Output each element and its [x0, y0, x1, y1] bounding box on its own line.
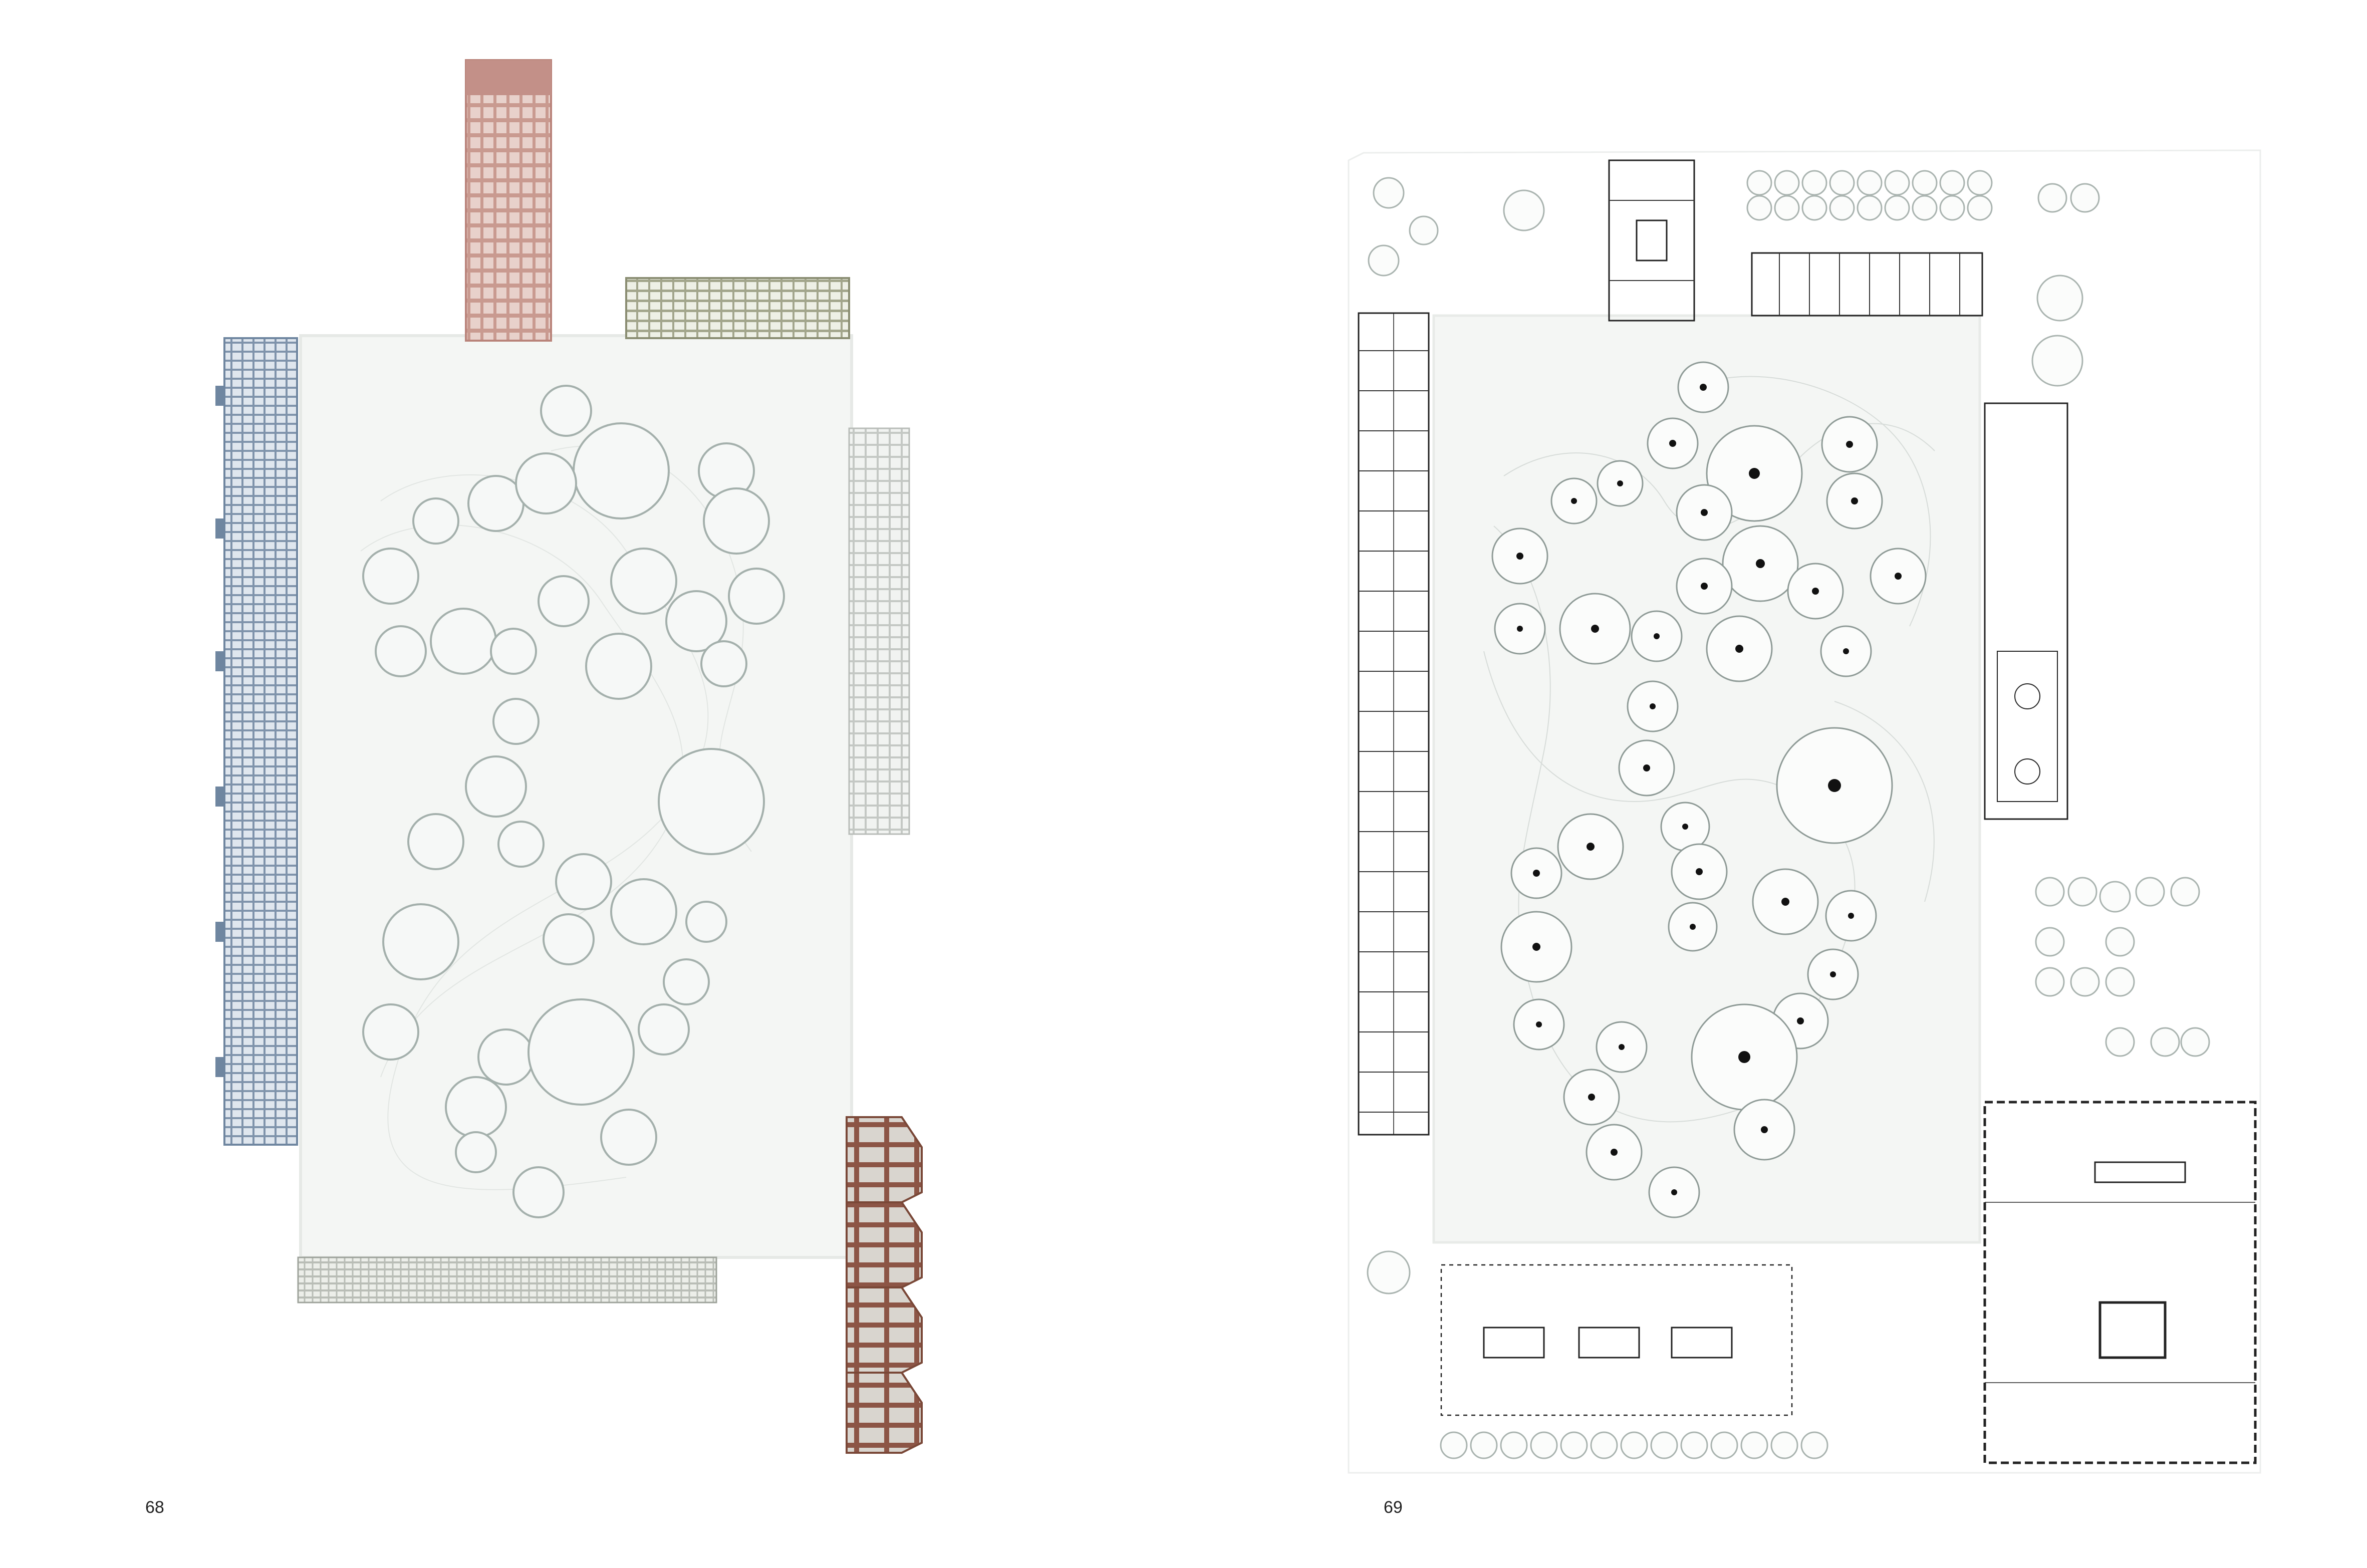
tower-plan [1608, 159, 1695, 322]
right-page: 69 [1183, 0, 2367, 1568]
bottom-right-hall-block [1983, 1101, 2257, 1464]
tree-canopy-icon [1367, 177, 2210, 1294]
bottom-housing-block [1440, 1264, 1793, 1416]
left-page: 68 [0, 0, 1183, 1568]
courtyard-plan [1432, 314, 1981, 1244]
tree-trunk-dots [1516, 384, 1902, 1195]
page-number-right: 69 [1384, 1498, 1403, 1517]
tree-row-top [1746, 170, 1993, 221]
site-plan-drawing [1348, 149, 2261, 1474]
site-boundary [1348, 149, 2261, 1474]
page-number-left: 68 [145, 1498, 164, 1517]
tower-elevation [465, 59, 552, 342]
top-block-partitions [1609, 200, 1960, 316]
unit-partitions [1359, 350, 1429, 1113]
grey-facade-elevation [848, 427, 910, 835]
brick-gable-elevation [846, 1116, 923, 1454]
olive-facade-elevation [625, 277, 850, 339]
bottom-facade-elevation [297, 1256, 717, 1303]
tree-row-bottom [1440, 1431, 1828, 1459]
building-plans [1358, 159, 2257, 1464]
right-school-block [1984, 402, 2068, 820]
tree-canopy-icon [362, 385, 785, 1218]
left-plan-drawing [215, 59, 923, 1454]
top-housing-block [1751, 252, 1983, 317]
facade-balconies [215, 386, 224, 1077]
blue-facade-elevation [223, 337, 298, 1146]
